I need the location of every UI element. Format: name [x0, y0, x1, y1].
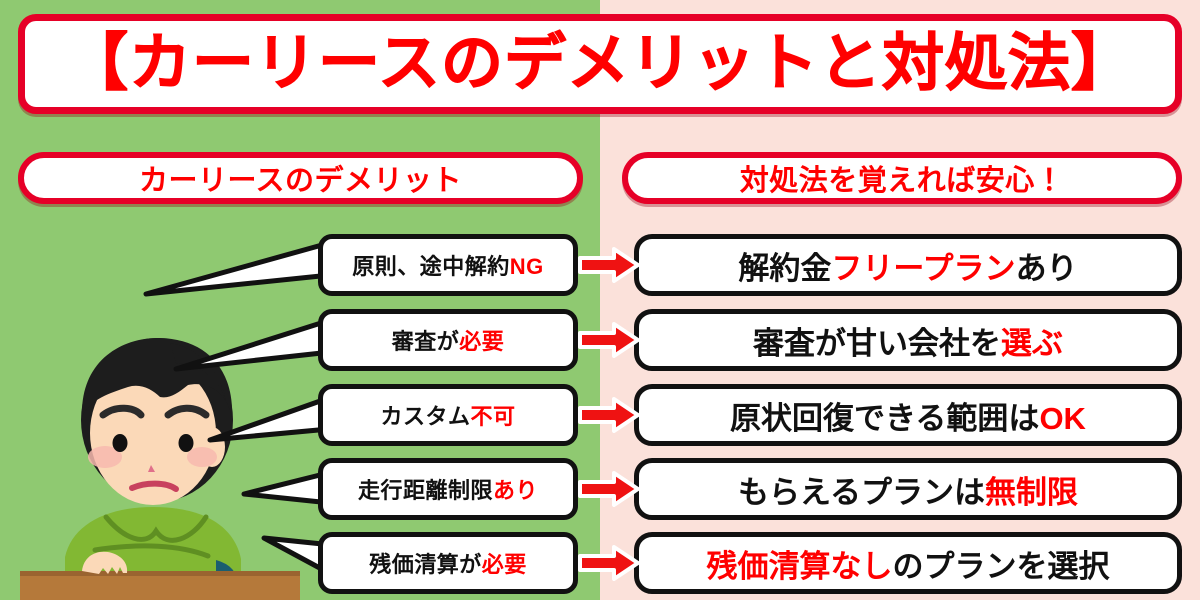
page-title: 【カーリースのデメリットと対処法】	[66, 29, 1134, 98]
arrow-right-icon	[578, 545, 640, 581]
title-banner: 【カーリースのデメリットと対処法】	[18, 14, 1182, 114]
arrow-right-icon	[578, 322, 640, 358]
solution-box[interactable]: 原状回復できる範囲はOK	[634, 384, 1182, 446]
worried-man-at-desk-illustration	[20, 325, 300, 600]
demerit-text: 原則、途中解約NG	[352, 254, 544, 279]
comparison-row: カスタム不可 原状回復できる範囲はOK	[0, 384, 1200, 446]
solution-text: 原状回復できる範囲はOK	[730, 400, 1086, 436]
demerit-bubble[interactable]: 原則、途中解約NG	[318, 234, 578, 296]
demerit-text: 審査が必要	[391, 329, 505, 354]
demerit-bubble[interactable]: カスタム不可	[318, 384, 578, 446]
demerit-text: 残価清算が必要	[369, 552, 527, 577]
demerit-bubble[interactable]: 残価清算が必要	[318, 532, 578, 594]
arrow-right-icon	[578, 397, 640, 433]
solution-box[interactable]: 解約金フリープランあり	[634, 234, 1182, 296]
demerit-bubble[interactable]: 走行距離制限あり	[318, 458, 578, 520]
speech-bubble-tail-icon	[143, 237, 343, 297]
arrow-right-icon	[578, 471, 640, 507]
solution-text: 残価清算なしのプランを選択	[706, 548, 1110, 584]
left-column-header: カーリースのデメリット	[18, 152, 583, 204]
comparison-row: 原則、途中解約NG 解約金フリープランあり	[0, 234, 1200, 297]
speech-bubble-tail-icon	[173, 314, 343, 372]
demerit-text: カスタム不可	[380, 404, 516, 429]
right-column-header: 対処法を覚えれば安心！	[622, 152, 1182, 204]
demerit-text: 走行距離制限あり	[357, 478, 539, 503]
arrow-right-icon	[578, 247, 640, 283]
comparison-row: 審査が必要 審査が甘い会社を選ぶ	[0, 309, 1200, 372]
comparison-row: 走行距離制限あり もらえるプランは無制限	[0, 458, 1200, 520]
right-column-header-label: 対処法を覚えれば安心！	[739, 165, 1065, 197]
comparison-row: 残価清算が必要 残価清算なしのプランを選択	[0, 532, 1200, 594]
solution-box[interactable]: もらえるプランは無制限	[634, 458, 1182, 520]
left-column-header-label: カーリースのデメリット	[138, 165, 463, 197]
solution-text: もらえるプランは無制限	[737, 474, 1079, 510]
demerit-bubble[interactable]: 審査が必要	[318, 309, 578, 371]
solution-text: 審査が甘い会社を選ぶ	[753, 325, 1063, 361]
solution-text: 解約金フリープランあり	[738, 250, 1078, 286]
solution-box[interactable]: 審査が甘い会社を選ぶ	[634, 309, 1182, 371]
solution-box[interactable]: 残価清算なしのプランを選択	[634, 532, 1182, 594]
